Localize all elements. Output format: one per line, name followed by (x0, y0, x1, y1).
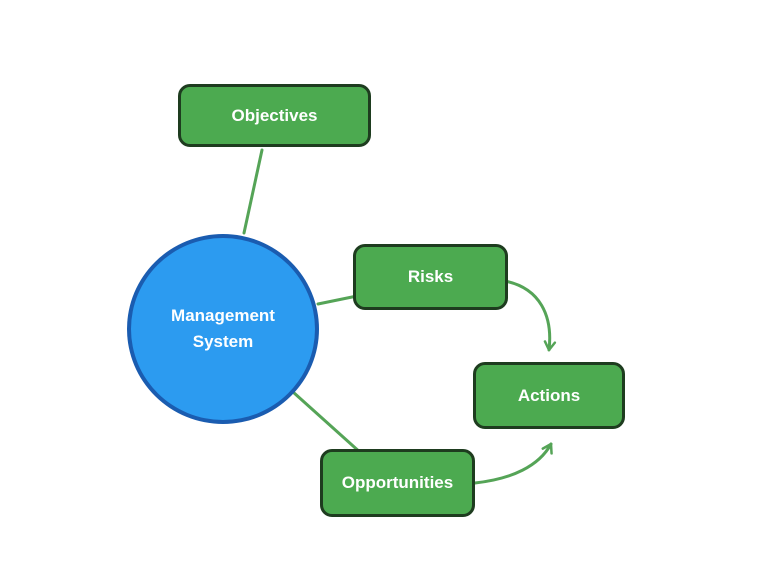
edge-management-to-objectives (242, 148, 264, 235)
arrow-opportunities-to-actions (473, 442, 553, 485)
node-opportunities-label: Opportunities (341, 473, 454, 492)
node-risks: Risks (353, 244, 508, 310)
node-actions: Actions (473, 362, 625, 429)
edge-management-to-risks (316, 294, 359, 306)
node-risks-label: Risks (407, 267, 454, 286)
node-opportunities: Opportunities (320, 449, 475, 517)
node-actions-label: Actions (517, 385, 581, 405)
arrow-risks-to-actions (503, 279, 557, 352)
node-management-system-label: Management System (171, 306, 275, 351)
edge-management-to-opportunities (291, 390, 364, 456)
node-management-system: Management System (127, 234, 319, 424)
node-objectives: Objectives (178, 84, 371, 147)
node-objectives-label: Objectives (231, 105, 318, 125)
